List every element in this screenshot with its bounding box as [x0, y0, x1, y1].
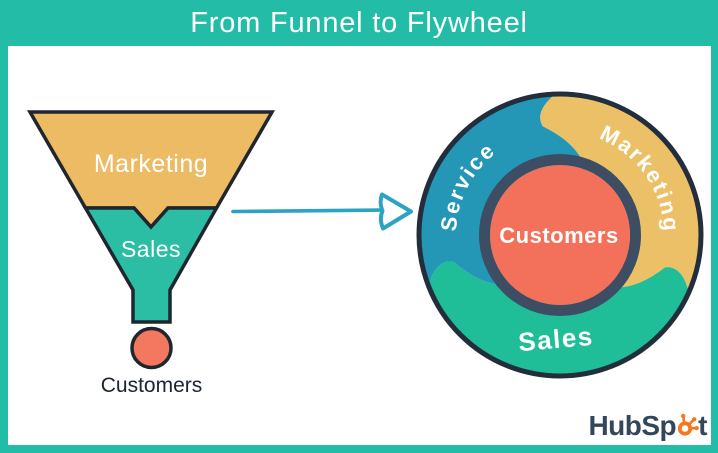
hubspot-logo: HubSp t [588, 412, 707, 440]
flywheel-outer-outline [416, 91, 704, 379]
customers-circle [130, 326, 173, 370]
flywheel-center-circle [490, 165, 630, 305]
funnel-sales-stage [82, 206, 220, 324]
arrow-line [231, 208, 389, 214]
flywheel-center-label: Customers [499, 223, 618, 248]
flywheel-sales-label: Sales [517, 321, 595, 357]
page-title: From Funnel to Flywheel [190, 6, 528, 39]
title-bar: From Funnel to Flywheel [0, 0, 718, 46]
funnel-diagram: Marketing Sales Customers [26, 110, 276, 397]
funnel-customers-label: Customers [101, 374, 203, 397]
sprocket-icon [678, 413, 699, 436]
flywheel-hub-ring [479, 154, 641, 316]
funnel-marketing-label: Marketing [94, 150, 208, 178]
arrow-head-icon [378, 192, 413, 231]
hubspot-logo-text-after: t [698, 410, 707, 441]
flywheel-diagram: Customers Service Marketing Sales [416, 91, 704, 379]
hubspot-logo-text-before: HubSp [588, 410, 677, 441]
transition-arrow [231, 192, 413, 231]
funnel-sales-label: Sales [121, 236, 181, 262]
